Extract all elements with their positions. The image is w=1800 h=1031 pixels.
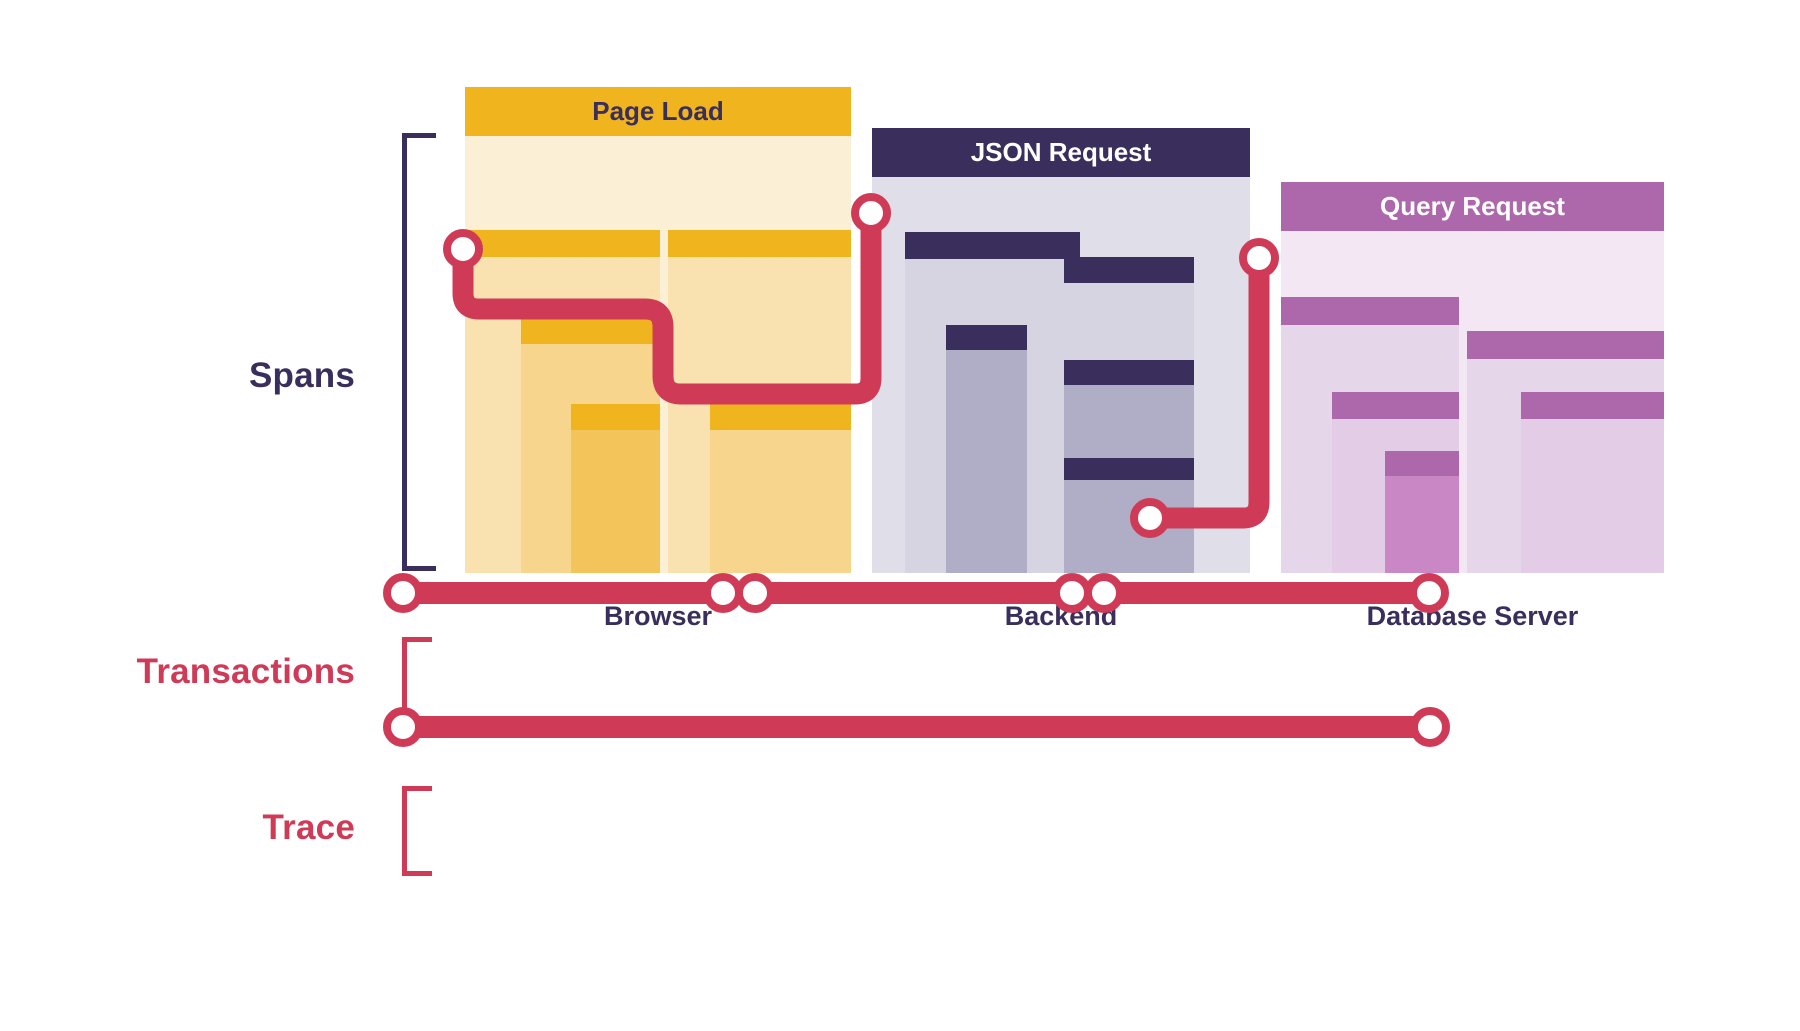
- transaction-segment-database-start-dot[interactable]: [1084, 573, 1124, 613]
- row-label-transactions: Transactions: [136, 652, 355, 691]
- bracket-transactions-top: [402, 637, 432, 642]
- bracket-spans-bottom: [402, 566, 436, 571]
- span-browser-5-body: [710, 430, 851, 573]
- span-db-3-body: [1385, 476, 1459, 573]
- transaction-segment-backend-start-dot[interactable]: [735, 573, 775, 613]
- span-db-2-header: [1332, 392, 1459, 419]
- span-db-5-body: [1521, 419, 1664, 573]
- span-backend-2-body: [946, 350, 1027, 573]
- transaction-segment-database-end-dot[interactable]: [1409, 573, 1449, 613]
- service-caption-browser: Browser: [603, 601, 713, 631]
- transaction-title-database[interactable]: Query Request: [1281, 182, 1664, 231]
- trace-line: [383, 707, 1450, 747]
- service-caption-database: Database Server: [1366, 601, 1579, 631]
- trace-segment-full-start-dot[interactable]: [383, 707, 423, 747]
- transaction-segment-browser-end-dot[interactable]: [703, 573, 743, 613]
- row-label-trace: Trace: [262, 808, 355, 847]
- transaction-title-backend[interactable]: JSON Request: [872, 128, 1250, 177]
- transaction-lines: [383, 573, 1449, 613]
- span-db-3[interactable]: [1385, 451, 1459, 573]
- transaction-segment-browser-start-dot[interactable]: [383, 573, 423, 613]
- span-backend-2[interactable]: [946, 325, 1027, 573]
- transaction-segment-backend-end-dot[interactable]: [1052, 573, 1092, 613]
- bracket-trace: [402, 786, 432, 876]
- bracket-spans: [402, 133, 436, 571]
- span-browser-3-header: [571, 404, 660, 430]
- span-db-3-header: [1385, 451, 1459, 476]
- span-browser-3-body: [571, 430, 660, 573]
- span-backend-1-header: [905, 232, 1080, 259]
- trace-segment-full-end-dot[interactable]: [1410, 707, 1450, 747]
- bracket-trace-top: [402, 786, 432, 791]
- bracket-trace-bottom: [402, 871, 432, 876]
- bracket-spans-stem: [402, 133, 407, 571]
- span-browser-3[interactable]: [571, 404, 660, 573]
- span-browser-5-header: [710, 404, 851, 430]
- span-column-database: Query Request: [1281, 182, 1664, 573]
- transaction-title-browser[interactable]: Page Load: [465, 87, 851, 136]
- row-label-spans: Spans: [248, 356, 355, 395]
- span-db-1-header: [1281, 297, 1459, 325]
- span-db-4-header: [1467, 331, 1664, 359]
- bracket-spans-top: [402, 133, 436, 138]
- span-db-5[interactable]: [1521, 392, 1664, 573]
- span-backend-2-header: [946, 325, 1027, 350]
- bracket-trace-stem: [402, 786, 407, 876]
- bracket-transactions-stem: [402, 637, 407, 727]
- span-browser-5[interactable]: [710, 404, 851, 573]
- span-db-5-header: [1521, 392, 1664, 419]
